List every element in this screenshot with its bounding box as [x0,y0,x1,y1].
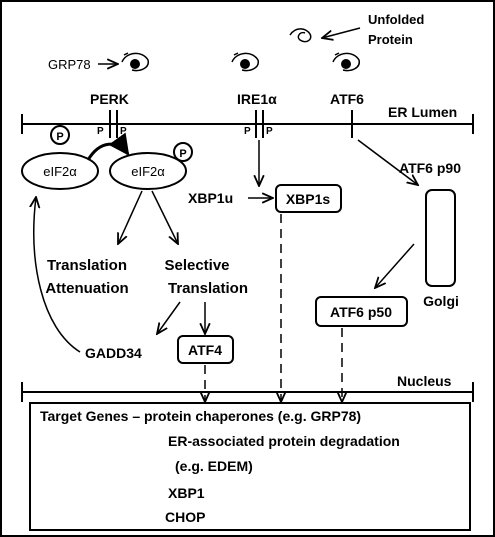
grp78-bound-icon-ire1 [231,52,259,72]
unfolded-protein-arrow [322,27,361,38]
arrow-to-translation-attenuation [118,190,143,244]
phospho-circle-right [173,142,193,162]
grp78-bound-icon-atf6 [332,52,360,72]
target-genes-line5: CHOP [165,509,205,525]
target-genes-line4: XBP1 [168,485,205,501]
phosphorylation-arrow [86,132,130,161]
atf4-label: ATF4 [188,342,222,358]
target-genes-line1: Target Genes – protein chaperones (e.g. … [40,408,361,424]
target-genes-line3: (e.g. EDEM) [175,458,253,474]
atf6-p50-box [315,296,408,327]
gadd34-feedback-arrow [34,197,81,353]
atf6-p50-label: ATF6 p50 [330,304,392,320]
eif2a-left-label: eIF2α [43,164,77,179]
arrow-to-gadd34 [157,301,181,334]
arrow-to-selective-translation [151,190,178,244]
perk-p-right: P [120,126,127,137]
phospho-left-label: P [56,131,63,143]
translation-attenuation-line2: Attenuation [45,280,128,297]
translation-attenuation-line1: Translation [47,257,127,274]
er-lumen-label: ER Lumen [388,104,457,120]
eif2a-right-label: eIF2α [131,164,165,179]
atf4-box [177,335,234,364]
unfolded-protein-icon [289,28,312,43]
arrow-to-atf6-p50 [375,243,415,288]
grp78-bound-icon-perk [121,52,149,72]
nucleus-label: Nucleus [397,373,452,389]
unfolded-label-1: Unfolded [368,12,424,27]
ire1-p-left: P [244,126,251,137]
xbp1s-box [275,184,342,213]
atf6-arrow-to-golgi [357,139,418,185]
perk-label: PERK [90,91,129,107]
selective-translation-line1: Selective [164,257,229,274]
target-genes-box [29,402,471,531]
gadd34-label: GADD34 [85,345,142,361]
ire1-p-right: P [266,126,273,137]
eif2a-ellipse-left [21,152,99,190]
xbp1s-label: XBP1s [286,191,331,207]
ire1a-label: IRE1α [237,91,277,107]
atf6-label: ATF6 [330,91,364,107]
unfolded-label-2: Protein [368,32,413,47]
atf6-p90-label: ATF6 p90 [399,160,461,176]
eif2a-ellipse-right [109,152,187,190]
phospho-right-label: P [179,148,186,160]
golgi-label: Golgi [423,293,459,309]
golgi-box [425,189,456,287]
grp78-label: GRP78 [48,57,91,72]
perk-p-left: P [97,126,104,137]
xbp1u-label: XBP1u [188,190,233,206]
selective-translation-line2: Translation [168,280,248,297]
phospho-circle-left [50,125,70,145]
target-genes-line2: ER-associated protein degradation [168,433,400,449]
